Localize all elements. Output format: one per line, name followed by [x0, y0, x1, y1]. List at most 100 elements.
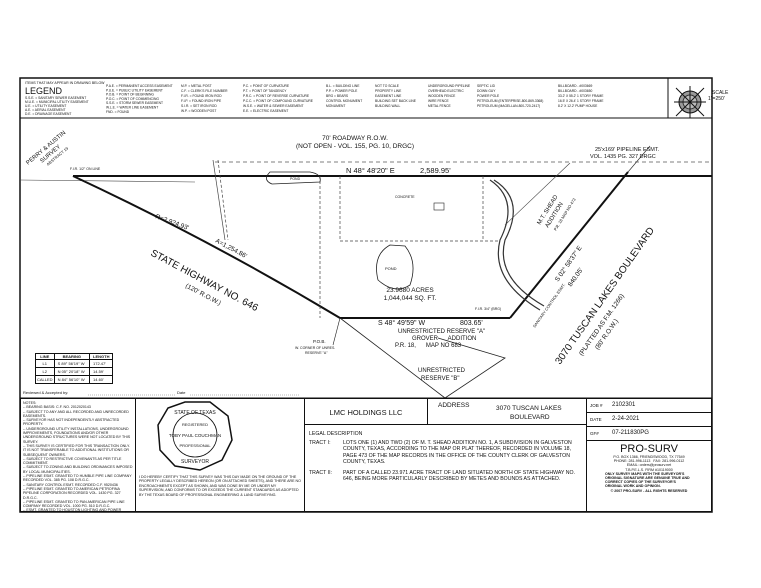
- tract2-text: PART OF A CALLED 23.971 ACRE TRACT OF LA…: [343, 470, 575, 483]
- legend-item: D.E. = DRAINAGE EASEMENT: [25, 112, 71, 116]
- reserve-a-label: UNRESTRICTED RESERVE "A": [398, 329, 485, 335]
- legend-item: WOODEN FENCE: [428, 94, 456, 98]
- gf-box: GF# 07-211830PG: [586, 426, 712, 441]
- legend-item: P.P. = POWER POLE: [326, 89, 358, 93]
- tract2-label: TRACT II:: [309, 470, 332, 477]
- fir-label: F.I.R. 1/2" ON LINE: [70, 167, 101, 171]
- legend-item: S.I.R. = SET IRON ROD: [181, 104, 217, 108]
- reserve-a-map: P.R. 18, MAP NO 683: [395, 343, 462, 349]
- concrete-slab: [433, 202, 445, 211]
- legend-item: BILLBOARD - #003650: [558, 89, 592, 93]
- table-cell: CALLED: [35, 375, 55, 384]
- south-bearing: S 48° 49'59" W: [378, 319, 425, 327]
- legend-item: DOWN GUY: [477, 89, 496, 93]
- boulevard-name: 3070 TUSCAN LAKES BOULEVARD: [553, 225, 656, 366]
- company-phone-fax: PHONE: 281-996-1113 FAX: 281-996-0112: [587, 459, 711, 463]
- note-item: NOTES:: [23, 401, 37, 405]
- legend-item: P.C. = POINT OF CURVATURE: [243, 84, 290, 88]
- legend-item: CONTROL MONUMENT: [326, 99, 362, 103]
- reserve-b-label: UNRESTRICTED: [418, 368, 466, 374]
- note-item: -- THIS SURVEY IS CERTIFIED FOR THIS TRA…: [23, 443, 130, 457]
- roadway-label: 70' ROADWAY R.O.W.: [322, 135, 388, 142]
- legend-item: B.L. = BUILDING LINE: [326, 84, 360, 88]
- pond-outline: [376, 244, 414, 290]
- reserve-b-name: RESERVE "B": [421, 376, 460, 382]
- legend-item: BUILDING WALL: [375, 104, 401, 108]
- company-email: EMAIL: orders@prosurv.net: [626, 463, 672, 468]
- legend-title: LEGEND: [25, 86, 63, 96]
- legend-item: M.P. = METAL POST: [181, 84, 212, 88]
- legend-item: 8.2' X 12.2' PUMP HOUSE: [558, 104, 598, 108]
- address-box: ADDRESS 3070 TUSCAN LAKES BOULEVARD: [427, 398, 587, 425]
- legend-item: 16.5' X 26.4' 1 STORY FRAME: [558, 99, 604, 103]
- legend-note: ITEMS THAT MAY APPEAR IN DRAWING BELOW: [25, 81, 105, 85]
- legend-item: FND. = FOUND: [106, 110, 130, 114]
- date-label: DATE: [590, 417, 602, 422]
- tract1-label: TRACT I:: [309, 440, 331, 447]
- client-name: LMC HOLDINGS LLC: [329, 408, 403, 417]
- legend-item: S.S.E. = SANITARY SEWER EASEMENT: [25, 96, 86, 100]
- area-sqft: 1,044,044 SQ. FT.: [384, 295, 437, 302]
- scale-value: 1"=250': [708, 96, 725, 102]
- legend-item: UNDERGROUND PIPELINE: [428, 84, 471, 88]
- company-disclaimer: ONLY SURVEY MAPS WITH THE SURVEYOR'S ORI…: [605, 471, 690, 489]
- roadway-note: (NOT OPEN - VOL. 155, PG. 10, DRGC): [296, 143, 414, 150]
- legend-item: C.F. = CLERK'S FILE NUMBER: [181, 89, 228, 93]
- legend-item: PROPERTY LINE: [375, 89, 402, 93]
- legend-item: POWER POLE: [477, 94, 500, 98]
- concrete-label: CONCRETE: [395, 195, 415, 199]
- reserve-b-boundary: [339, 317, 506, 399]
- company-box: PRO-SURV P.O. BOX 1366, FRIENDSWOOD, TX …: [586, 440, 712, 512]
- company-firm: T.B.P.E.L.S. FIRM #10119000: [625, 467, 673, 472]
- svg-text:PROFESSIONAL: PROFESSIONAL: [179, 443, 211, 448]
- highway-curve-line: [72, 175, 341, 319]
- table-cell: 14.59': [89, 367, 114, 376]
- table-cell: 14.60': [89, 375, 114, 384]
- legend-item: E.E. = ELECTRIC EASEMENT: [243, 109, 288, 113]
- note-item: -- PIPELINE ESMT. GRANTED TO AMERICAN PE…: [23, 486, 121, 500]
- table-cell: 172.47': [89, 359, 114, 368]
- legend-item: F.I.R. = FOUND IRON ROD: [181, 94, 222, 98]
- address-line1: 3070 TUSCAN LAKES: [496, 405, 562, 412]
- legend-item: PETROLEUM (MAGELLAN-800-720-2417): [477, 104, 540, 108]
- south-length: 803.65': [460, 320, 483, 327]
- date-box: DATE 2-24-2021: [586, 412, 712, 427]
- note-item: -- UNDERGROUND UTILITY INSTALLATIONS, UN…: [23, 426, 131, 444]
- address-line2: BOULEVARD: [510, 414, 550, 421]
- legend-item: A.E. = AERIAL EASEMENT: [25, 108, 65, 112]
- north-length: 2,589.95': [420, 166, 451, 175]
- certification-text: I DO HEREBY CERTIFY THAT THIS SURVEY WAS…: [139, 475, 301, 497]
- client-box: LMC HOLDINGS LLC: [304, 398, 428, 425]
- company-copyright: © 2007 PRO-SURV - ALL RIGHTS RESERVED: [610, 488, 688, 493]
- legend-item: U.E. = UTILITY EASEMENT: [25, 104, 66, 108]
- row-line: [627, 145, 651, 173]
- legend-item: SEPTIC LID: [477, 84, 496, 88]
- pond-label: POND: [385, 266, 397, 271]
- date-label: Date: [177, 390, 186, 395]
- legend-item: BRG = BEARS: [326, 94, 349, 98]
- company-name: PRO-SURV: [620, 443, 678, 455]
- sanitary-easement: SANITARY CONTROL ESMT.: [532, 282, 566, 328]
- legend-item: BUILDING SET BACK LINE: [375, 99, 417, 103]
- pob-corner: W. CORNER OF UNRES.: [295, 346, 335, 350]
- legend-item: 33.2' X 55.2' 1 STORY FRAME: [558, 94, 604, 98]
- job-label: JOB #: [590, 403, 603, 408]
- legend-item: W.P. = WOODEN POST: [181, 109, 216, 113]
- legend-item: P.O.C. = POINT OF COMMENCING: [106, 97, 159, 101]
- east-length: 840.05': [567, 267, 585, 288]
- legend-item: P.O.B. = POINT OF BEGINNING: [106, 93, 154, 97]
- legend-item: METAL FENCE: [428, 104, 452, 108]
- svg-text:REGISTERED: REGISTERED: [182, 422, 208, 427]
- legend-item: P.U.E. = PUBLIC UTILITY EASEMENT: [106, 88, 163, 92]
- legend-item: F.I.P. = FOUND IRON PIPE: [181, 99, 222, 103]
- legend-item: P.C.C. = POINT OF COMPOUND CURVATURE: [243, 99, 314, 103]
- job-box: JOB # 2102301: [586, 398, 712, 413]
- pipeline-label: 25'x169' PIPELINE ESMT.: [595, 147, 660, 153]
- note-item: -- BEARING BASIS: C.F. NO. 2012020143: [23, 405, 91, 410]
- reviewed-label: Reviewed & Accepted by:: [23, 390, 68, 395]
- table-cell: N 84° 56'10" W: [53, 375, 91, 384]
- tract1-text: LOTS ONE (1) AND TWO (2) OF M. T. SHEAD …: [343, 440, 572, 465]
- pond-label: POND: [290, 177, 301, 181]
